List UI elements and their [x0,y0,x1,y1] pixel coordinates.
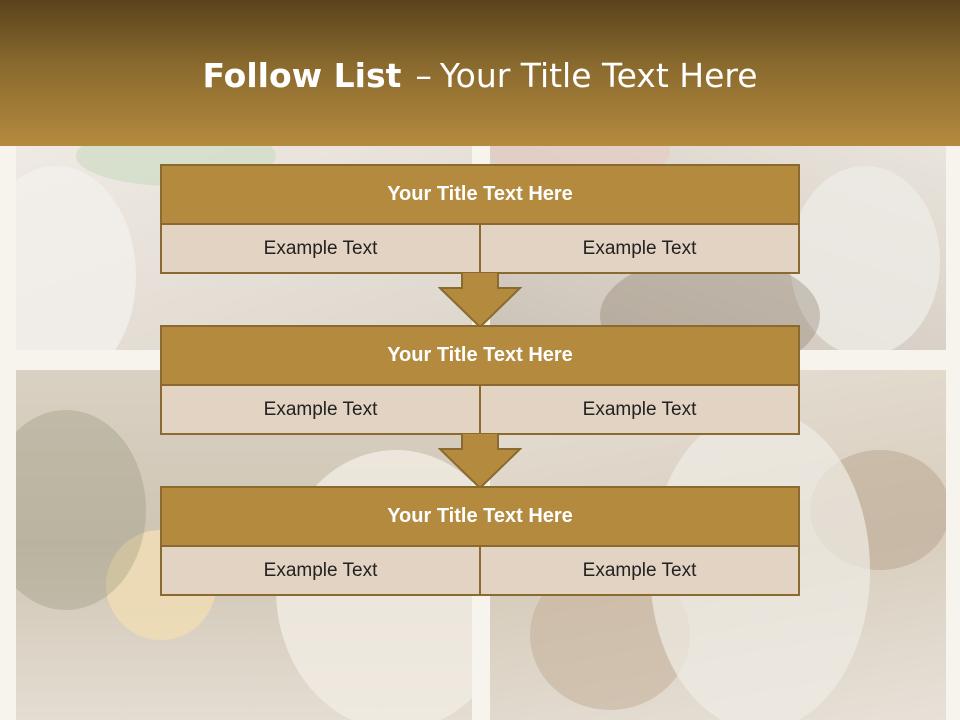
step-row: Example Text Example Text [162,386,798,433]
title-rest: Your Title Text Here [439,56,758,95]
title-separator: – [415,56,432,95]
step-title: Your Title Text Here [162,488,798,547]
title-bold-part: Follow List [202,56,402,95]
title-banner: Follow List–Your Title Text Here [0,0,960,146]
step-row: Example Text Example Text [162,547,798,594]
step-title: Your Title Text Here [162,327,798,386]
down-arrow-icon [438,272,522,328]
step-cell-left: Example Text [263,237,378,259]
step-box-3: Your Title Text Here Example Text Exampl… [160,486,800,596]
slide-title: Follow List–Your Title Text Here [0,56,960,95]
step-cell-left: Example Text [263,398,378,420]
step-cell-left: Example Text [263,559,378,581]
step-cell-right: Example Text [479,225,798,272]
step-box-2: Your Title Text Here Example Text Exampl… [160,325,800,435]
step-box-1: Your Title Text Here Example Text Exampl… [160,164,800,274]
down-arrow-icon [438,433,522,489]
step-row: Example Text Example Text [162,225,798,272]
step-cell-right: Example Text [479,547,798,594]
step-cell-right: Example Text [479,386,798,433]
step-title: Your Title Text Here [162,166,798,225]
